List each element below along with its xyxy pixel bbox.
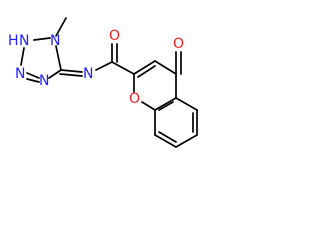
bond-c2-c3	[133, 60, 156, 75]
atom-o-amide: O	[109, 28, 120, 44]
atom-labels: N H N N N N O O O	[8, 28, 184, 107]
bond-c4a-c8a	[154, 97, 177, 111]
bond-c4a-c8a-inner	[158, 101, 174, 111]
bond-methyl	[55, 17, 67, 37]
bond-n4-c5	[48, 69, 62, 79]
bond-n-camide	[95, 61, 113, 71]
bond-c5-nh	[60, 69, 83, 73]
bond-c5-nh-double	[59, 73, 83, 77]
bond-c5-n1	[55, 45, 62, 71]
bond-c4a-c5b	[175, 97, 198, 111]
bond-c8a-oring	[141, 101, 156, 111]
bonds	[20, 17, 198, 148]
bond-c7-c8-inner	[158, 131, 177, 143]
bond-n1-n2	[33, 37, 51, 41]
atom-o-ketone: O	[173, 36, 184, 52]
atom-n2: N	[19, 33, 29, 49]
atom-n1: N	[50, 33, 60, 49]
chemical-structure-diagram: N H N N N N O O O	[8, 17, 198, 148]
bond-camide-c2	[111, 61, 135, 75]
atom-n4: N	[39, 73, 49, 89]
bond-c3-c4	[154, 60, 177, 75]
bond-c2-c3-double	[137, 65, 156, 78]
bond-n3-n4-double	[26, 78, 40, 83]
bond-n3-n4	[26, 72, 40, 79]
atom-n-amide: N	[83, 66, 93, 82]
atom-n3: N	[15, 66, 25, 82]
bond-n2-n3	[20, 47, 25, 66]
atom-n2-hydrogen: H	[8, 33, 19, 49]
atom-o-ring: O	[129, 91, 140, 107]
bond-c7-c8	[154, 134, 177, 148]
bond-c6-c7	[175, 134, 198, 148]
